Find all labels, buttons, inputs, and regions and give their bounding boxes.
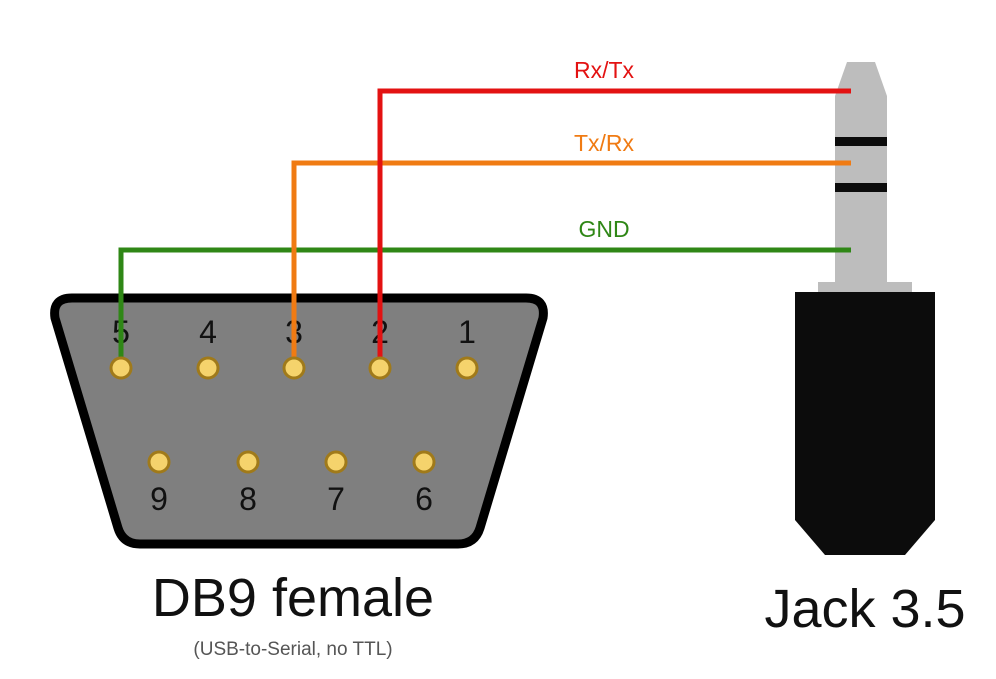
pin-label-1: 1 [458, 314, 476, 350]
jack-insulator-ring-1 [835, 137, 887, 146]
pin-label-6: 6 [415, 481, 433, 517]
jack-tip [835, 62, 887, 106]
jack-plug [795, 62, 935, 555]
jack-title: Jack 3.5 [764, 579, 965, 639]
jack-collar [818, 282, 912, 294]
pin-7-contact [324, 450, 348, 474]
connector-title: DB9 female [152, 568, 434, 628]
wire-tx-rx [291, 160, 851, 368]
connector-subtitle: (USB-to-Serial, no TTL) [193, 639, 392, 660]
pin-2-contact [368, 356, 392, 380]
wire-rx-tx [377, 88, 851, 368]
pin-6-contact [412, 450, 436, 474]
pin-label-8: 8 [239, 481, 257, 517]
pin-4-contact [196, 356, 220, 380]
wire-label-tx-rx: Tx/Rx [574, 130, 635, 156]
pin-label-7: 7 [327, 481, 345, 517]
pin-1-contact [455, 356, 479, 380]
jack-insulator-ring-2 [835, 183, 887, 192]
wire-label-gnd: GND [578, 216, 629, 242]
jack-shaft [835, 106, 887, 282]
pin-label-4: 4 [199, 314, 217, 350]
jack-body [795, 292, 935, 555]
pin-5-contact [109, 356, 133, 380]
pin-8-contact [236, 450, 260, 474]
pin-3-contact [282, 356, 306, 380]
wire-label-rx-tx: Rx/Tx [574, 57, 635, 83]
db9-connector-shell [50, 293, 548, 549]
pin-label-9: 9 [150, 481, 168, 517]
pin-9-contact [147, 450, 171, 474]
wire-gnd [118, 247, 851, 368]
